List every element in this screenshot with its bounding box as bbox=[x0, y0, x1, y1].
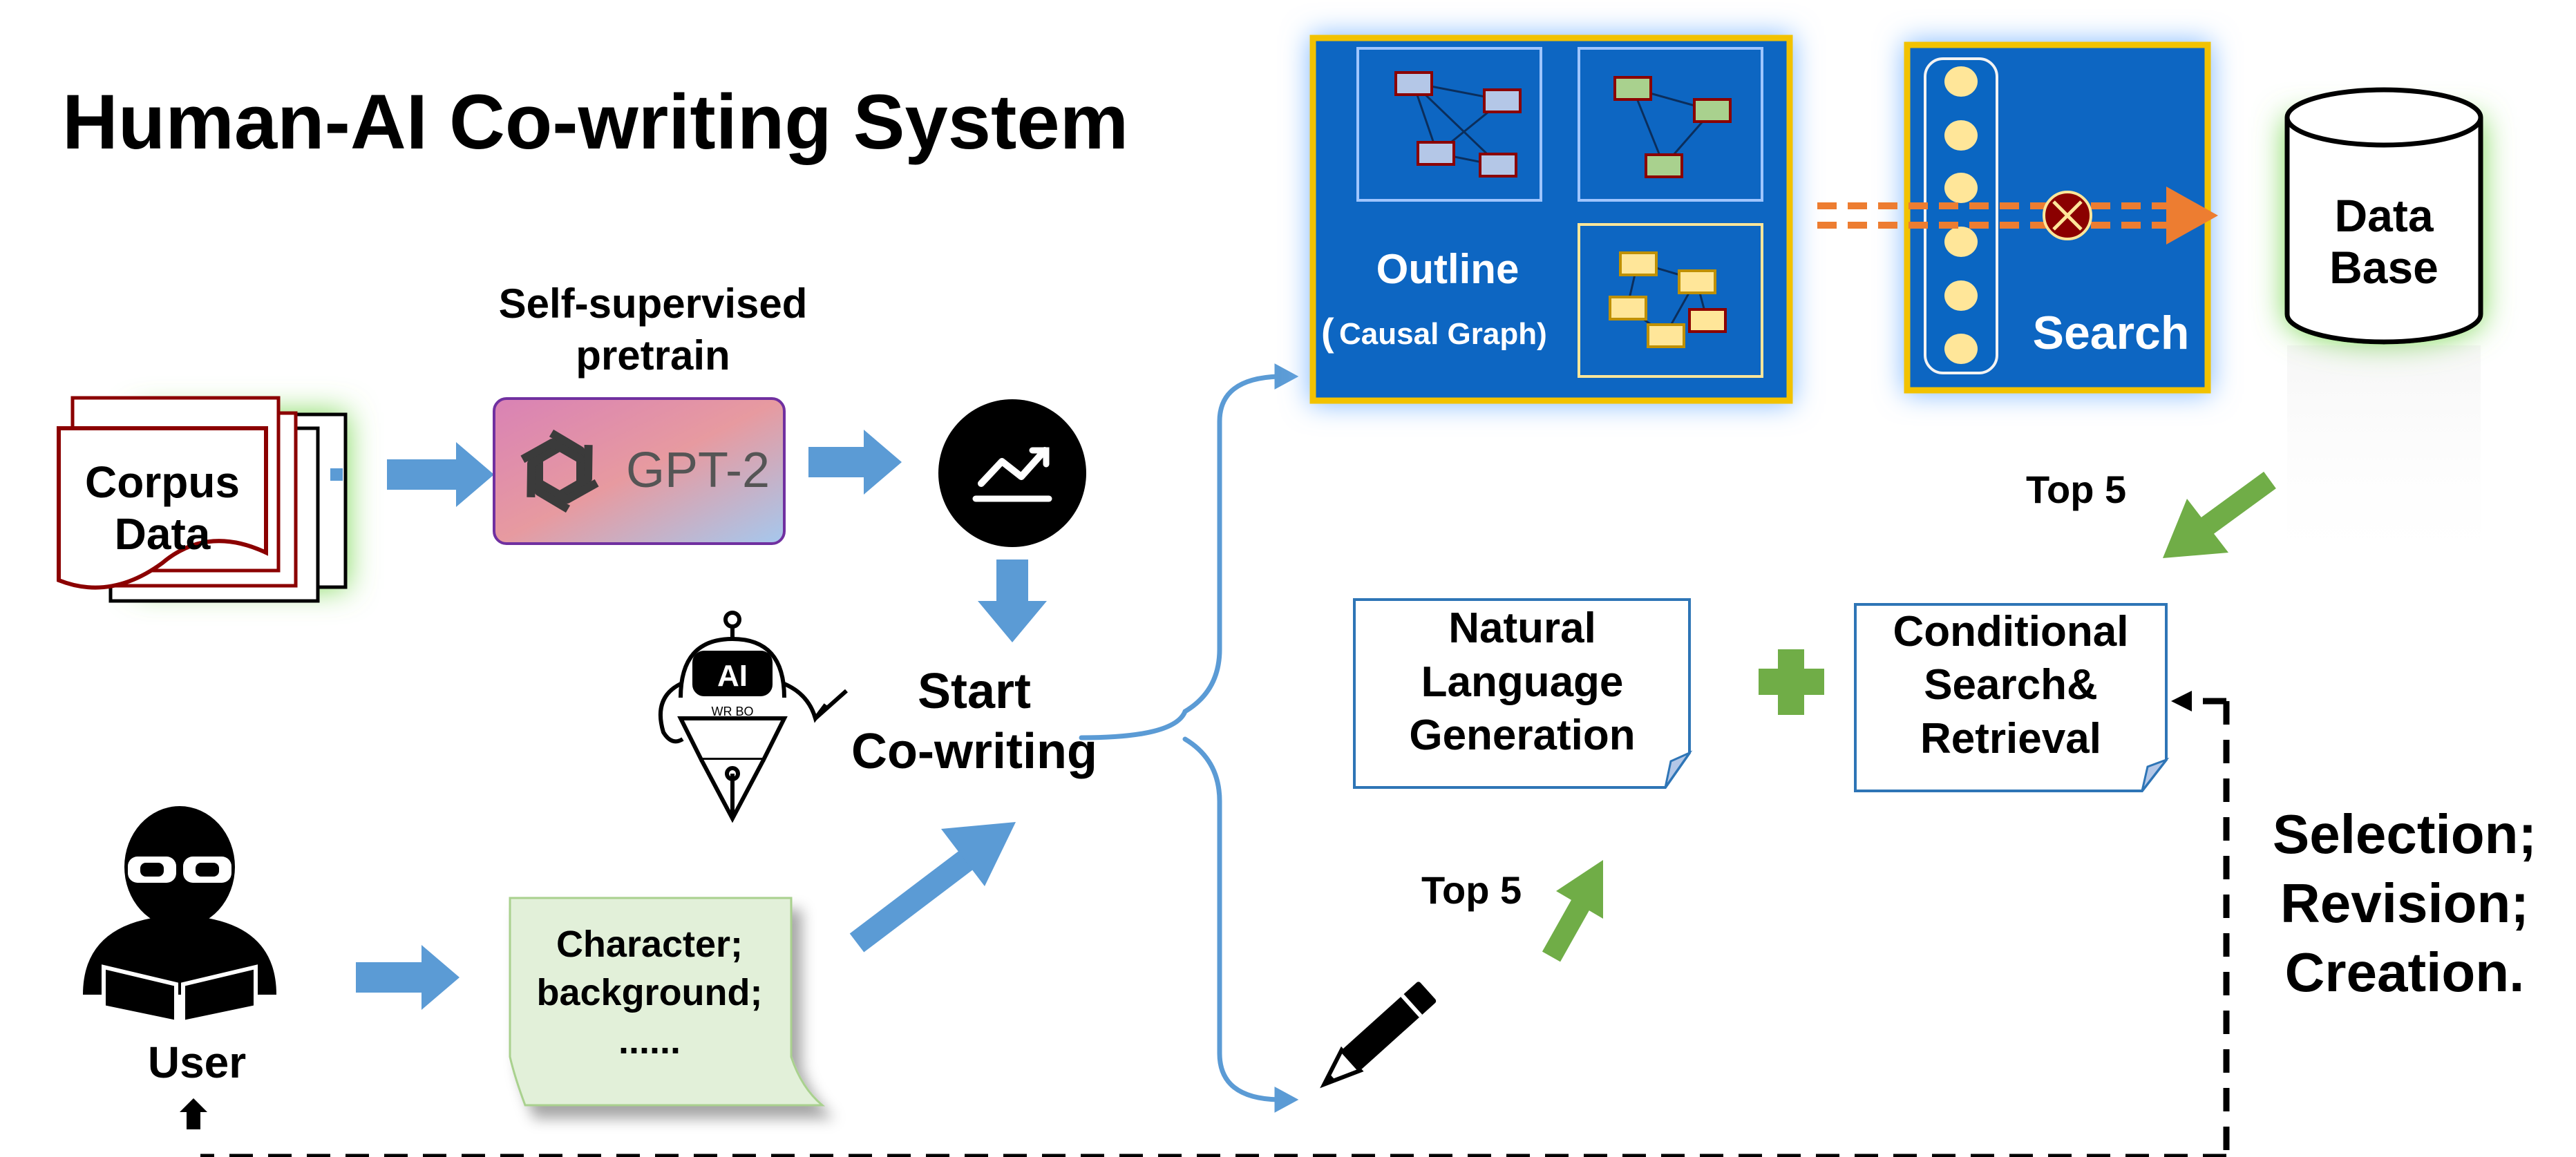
pretrain-label-line2: pretrain bbox=[576, 332, 730, 379]
search-panel: Search bbox=[1904, 41, 2211, 394]
page-title: Human-AI Co-writing System bbox=[62, 79, 1128, 165]
outline-label: Outline bbox=[1376, 246, 1519, 292]
corpus-data-stack: Corpus Data bbox=[57, 396, 348, 603]
prompt-line1: Character; bbox=[556, 924, 743, 965]
feedback-loop bbox=[200, 698, 2230, 1157]
causal-graph-2 bbox=[1613, 76, 1732, 178]
search-label: Search bbox=[2033, 307, 2190, 359]
plus-icon bbox=[1759, 649, 1824, 715]
arrow-prompt-to-start bbox=[849, 822, 1016, 953]
top5-lower-label: Top 5 bbox=[1421, 868, 1522, 912]
arrow-corpus-to-gpt2 bbox=[330, 442, 494, 507]
arrow-gpt2-to-trend bbox=[808, 430, 902, 495]
arrow-db-to-retrieval bbox=[2163, 471, 2276, 558]
outline-sub-label: Causal Graph) bbox=[1339, 317, 1547, 351]
gpt2-model-box: GPT-2 bbox=[493, 397, 786, 545]
database-label-line2: Base bbox=[2329, 242, 2438, 293]
feedback-arrowhead bbox=[2171, 691, 2192, 711]
arrow-up-to-user bbox=[180, 1098, 207, 1129]
corpus-label-line1: Corpus bbox=[85, 457, 240, 507]
feedback-line2: Revision; bbox=[2280, 872, 2529, 934]
prompt-line3: ...... bbox=[618, 1020, 681, 1062]
database-cylinder: Data Base bbox=[2284, 87, 2483, 580]
trend-up-icon bbox=[938, 399, 1086, 547]
start-label-line1: Start bbox=[918, 664, 1031, 719]
outline-sub-paren: ( bbox=[1321, 310, 1334, 354]
gpt2-label: GPT-2 bbox=[626, 443, 770, 498]
pretrain-label-line1: Self-supervised bbox=[499, 280, 808, 327]
pen-icon bbox=[1320, 982, 1437, 1089]
search-vector-column bbox=[1944, 66, 1978, 364]
start-label-line2: Co-writing bbox=[851, 724, 1097, 779]
arrow-trend-to-start bbox=[978, 560, 1047, 642]
causal-graph-1 bbox=[1394, 71, 1522, 178]
nlg-line1: Natural bbox=[1448, 604, 1596, 652]
robot-caption: WR BO bbox=[712, 705, 754, 718]
arrow-top5-to-nlg bbox=[1542, 860, 1603, 962]
robot-ai-icon: AI WR BO bbox=[658, 611, 848, 823]
openai-logo-icon bbox=[520, 429, 599, 513]
feedback-line1: Selection; bbox=[2273, 803, 2537, 865]
arrow-user-to-prompt bbox=[356, 945, 460, 1010]
orange-search-flow bbox=[1817, 187, 2218, 245]
robot-ai-badge: AI bbox=[717, 659, 748, 693]
outline-panel: Outline ( Causal Graph) bbox=[1309, 35, 1793, 404]
branch-brace bbox=[1079, 363, 1299, 1113]
user-label: User bbox=[148, 1038, 246, 1087]
nlg-line2: Language bbox=[1421, 658, 1624, 706]
retrieval-line2: Search& bbox=[1924, 661, 2098, 709]
feedback-line3: Creation. bbox=[2285, 941, 2525, 1003]
retrieval-line1: Conditional bbox=[1893, 608, 2129, 656]
user-reader-icon bbox=[83, 806, 276, 1025]
database-label-line1: Data bbox=[2334, 190, 2434, 241]
multiply-operator-icon bbox=[2043, 191, 2092, 240]
causal-graph-3 bbox=[1609, 251, 1727, 348]
retrieval-line3: Retrieval bbox=[1920, 715, 2101, 763]
top5-upper-label: Top 5 bbox=[2026, 468, 2126, 511]
retrieval-document: Conditional Search& Retrieval bbox=[1854, 603, 2170, 792]
prompt-note: Character; background; ...... bbox=[509, 897, 826, 1107]
nlg-line3: Generation bbox=[1409, 711, 1635, 759]
corpus-label-line2: Data bbox=[115, 509, 211, 559]
prompt-line2: background; bbox=[536, 972, 762, 1013]
nlg-document: Natural Language Generation bbox=[1353, 598, 1693, 789]
